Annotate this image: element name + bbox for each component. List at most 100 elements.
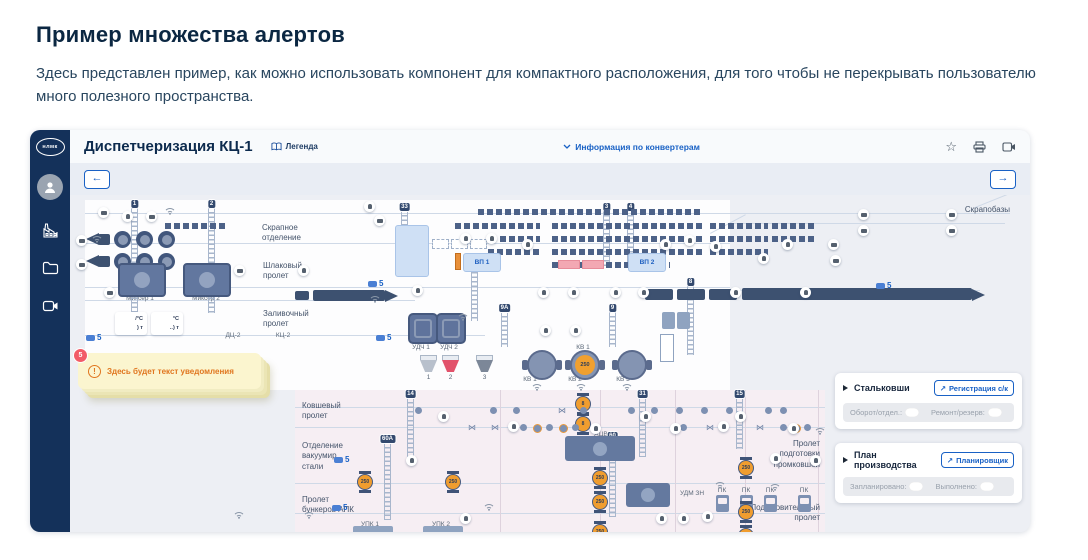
equipment-marker-icon[interactable] <box>735 411 746 422</box>
steel-ladle[interactable]: 250 <box>738 525 754 532</box>
wagon-count-badge[interactable]: 5 <box>376 333 391 342</box>
wagon-count-badge[interactable]: 5 <box>368 279 383 288</box>
ladles-panel: Стальковши ↗ Регистрация с/к Оборот/отде… <box>835 373 1022 429</box>
equipment-marker-icon[interactable] <box>122 211 133 222</box>
steel-ladle[interactable]: 250 <box>738 457 754 479</box>
equipment-marker-icon[interactable] <box>656 513 667 524</box>
wagon-marker-icon[interactable] <box>830 255 841 266</box>
rail-line <box>85 300 415 301</box>
equipment-marker-icon[interactable] <box>638 287 649 298</box>
equipment-marker-icon[interactable] <box>540 325 551 336</box>
equipment-marker-icon[interactable] <box>508 421 519 432</box>
equipment-marker-icon[interactable] <box>730 287 741 298</box>
wagon-marker-icon[interactable] <box>76 259 87 270</box>
equipment-marker-icon[interactable] <box>406 455 417 466</box>
wagon-count-badge[interactable]: 5 <box>334 455 349 464</box>
forward-button[interactable]: → <box>990 169 1016 189</box>
wagon-marker-icon[interactable] <box>76 235 87 246</box>
equipment-marker-icon[interactable] <box>670 423 681 434</box>
equipment-marker-icon[interactable] <box>570 325 581 336</box>
wagon-marker-icon[interactable] <box>858 209 869 220</box>
notification-alert[interactable]: 5 ! Здесь будет текст уведомления <box>73 348 261 389</box>
crane-9[interactable]: 9 <box>608 304 617 347</box>
crane-60А[interactable]: 60А <box>379 435 396 520</box>
zone-box-Яма <box>395 225 429 277</box>
steel-ladle[interactable]: 250 <box>738 501 754 523</box>
converters-info-link[interactable]: Информация по конвертерам <box>563 142 700 152</box>
sidebar-item-factory[interactable] <box>41 222 59 238</box>
converter[interactable] <box>522 350 562 380</box>
equipment-marker-icon[interactable] <box>678 513 689 524</box>
equipment-marker-icon[interactable] <box>770 453 781 464</box>
equipment-marker-icon[interactable] <box>522 239 533 250</box>
sidebar-item-folder[interactable] <box>41 260 59 276</box>
equipment-marker-icon[interactable] <box>610 287 621 298</box>
back-button[interactable]: ← <box>84 169 110 189</box>
expand-triangle-icon[interactable] <box>843 385 848 391</box>
doc-section: Пример множества алертов Здесь представл… <box>0 0 1088 109</box>
converter[interactable] <box>612 350 652 380</box>
steel-ladle[interactable]: 250 <box>445 471 461 493</box>
camera-icon[interactable] <box>1002 141 1016 152</box>
equipment-marker-icon[interactable] <box>702 511 713 522</box>
wagon-marker-icon[interactable] <box>946 209 957 220</box>
wagon-marker-icon[interactable] <box>104 287 115 298</box>
equipment-marker-icon[interactable] <box>438 411 449 422</box>
equipment-label: УПК 1 <box>360 521 380 528</box>
crane-14[interactable]: 14 <box>405 390 416 457</box>
wagon-marker-icon[interactable] <box>946 225 957 236</box>
star-icon[interactable]: ☆ <box>945 139 957 154</box>
legend-button[interactable]: Легенда <box>271 142 318 151</box>
planner-button[interactable]: ↗ Планировщик <box>940 452 1014 468</box>
rail-line <box>500 390 501 532</box>
equipment-marker-icon[interactable] <box>486 233 497 244</box>
equipment-marker-icon[interactable] <box>538 287 549 298</box>
wagon-count-badge[interactable]: 5 <box>876 281 891 290</box>
crane-9А[interactable]: 9А <box>498 304 511 347</box>
wagon-icon <box>334 456 343 463</box>
wagon-marker-icon[interactable] <box>234 265 245 276</box>
wagon-marker-icon[interactable] <box>146 211 157 222</box>
ladle-stand-dot <box>513 407 520 414</box>
registration-button[interactable]: ↗ Регистрация с/к <box>933 380 1014 396</box>
equipment-marker-icon[interactable] <box>684 235 695 246</box>
sidebar-item-camera[interactable] <box>41 298 59 314</box>
wifi-icon <box>304 511 314 519</box>
crane-31[interactable]: 31 <box>637 390 648 457</box>
steel-ladle[interactable]: 250 <box>357 471 373 493</box>
steel-ladle[interactable]: 8 <box>575 413 591 435</box>
equipment-marker-icon[interactable] <box>718 421 729 432</box>
equipment-marker-icon[interactable] <box>640 411 651 422</box>
wagon-marker-icon[interactable] <box>98 207 109 218</box>
equipment-marker-icon[interactable] <box>810 455 821 466</box>
equipment-label: Миксер 1 <box>126 295 154 302</box>
steel-ladle[interactable]: 250 <box>592 521 608 532</box>
equipment-marker-icon[interactable] <box>460 233 471 244</box>
wagon-count-badge[interactable]: 5 <box>86 333 101 342</box>
converter[interactable]: 250 <box>565 350 605 380</box>
printer-icon[interactable] <box>973 140 986 153</box>
steel-ladle[interactable]: 250 <box>592 491 608 513</box>
equipment-marker-icon[interactable] <box>782 239 793 250</box>
steel-ladle[interactable]: 250 <box>592 467 608 489</box>
crane-33[interactable]: 33 <box>399 203 410 234</box>
equipment-marker-icon[interactable] <box>364 201 375 212</box>
equipment-marker-icon[interactable] <box>460 513 471 524</box>
equipment-marker-icon[interactable] <box>590 423 601 434</box>
wagon-count-badge[interactable]: 5 <box>332 503 347 512</box>
wagon-marker-icon[interactable] <box>858 225 869 236</box>
equipment-marker-icon[interactable] <box>800 287 811 298</box>
wagon-marker-icon[interactable] <box>374 215 385 226</box>
user-avatar[interactable] <box>37 174 63 200</box>
equipment-marker-icon[interactable] <box>758 253 769 264</box>
equipment-marker-icon[interactable] <box>568 287 579 298</box>
equipment-marker-icon[interactable] <box>788 423 799 434</box>
equipment-marker-icon[interactable] <box>660 239 671 250</box>
crane-2[interactable]: 2 <box>207 200 216 313</box>
equipment-marker-icon[interactable] <box>710 241 721 252</box>
field-label: Ремонт/резерв: <box>931 408 985 417</box>
wagon-marker-icon[interactable] <box>828 239 839 250</box>
equipment-marker-icon[interactable] <box>412 285 423 296</box>
expand-triangle-icon[interactable] <box>843 457 848 463</box>
equipment-marker-icon[interactable] <box>298 265 309 276</box>
